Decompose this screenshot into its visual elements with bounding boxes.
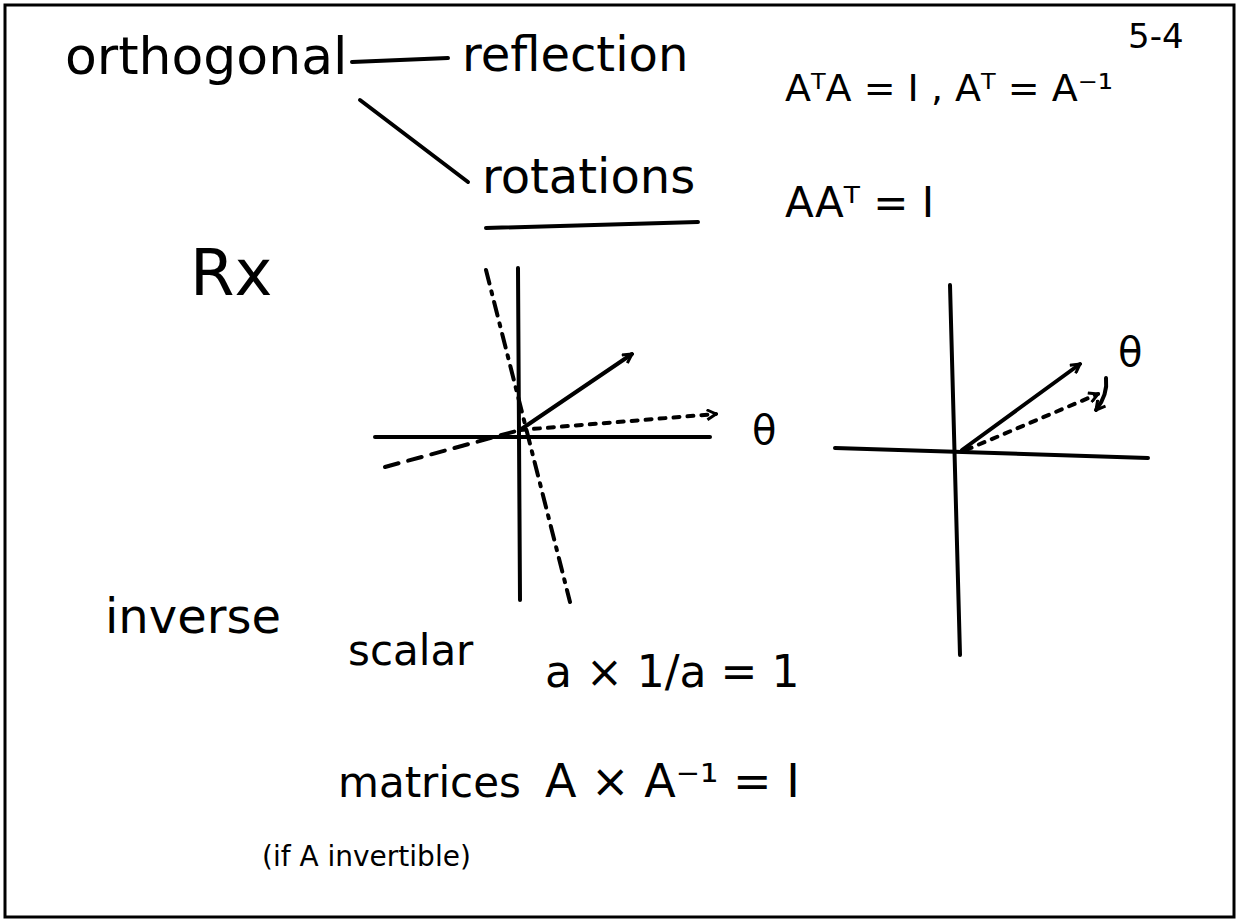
- axis: [950, 285, 960, 655]
- orthogonal-condition: AᵀA = I , Aᵀ = A⁻¹: [785, 68, 1113, 110]
- rotations-word: rotations: [482, 150, 695, 203]
- scalar-word: scalar: [348, 628, 473, 674]
- axis: [835, 448, 1148, 458]
- axis: [518, 268, 520, 600]
- branch-line: [360, 100, 468, 182]
- frame: [5, 5, 1234, 917]
- angle-symbol: θ: [1118, 330, 1142, 374]
- rotated-axis: [486, 270, 570, 602]
- underline: [486, 222, 698, 228]
- page-number: 5-4: [1128, 18, 1184, 55]
- invertible-note: (if A invertible): [262, 842, 471, 873]
- matrix-inverse: A × A⁻¹ = I: [545, 756, 800, 807]
- axis: [375, 435, 710, 439]
- branch-line: [352, 58, 448, 62]
- rotated-vector: [520, 414, 716, 430]
- angle-symbol: θ: [752, 408, 776, 452]
- matrices-word: matrices: [338, 760, 521, 806]
- rotated-vector: [966, 394, 1098, 450]
- vector: [962, 364, 1080, 450]
- reflection-word: reflection: [462, 28, 688, 81]
- vector: [520, 354, 632, 430]
- orthogonal-word: orthogonal: [65, 28, 347, 85]
- scalar-inverse: a × 1/a = 1: [545, 648, 799, 696]
- orthogonal-condition: AAᵀ = I: [785, 180, 934, 226]
- rotated-axis: [385, 430, 520, 467]
- inverse-word: inverse: [105, 590, 281, 643]
- angle-arc: [1096, 378, 1106, 410]
- rotation-expression: Rx: [190, 238, 272, 308]
